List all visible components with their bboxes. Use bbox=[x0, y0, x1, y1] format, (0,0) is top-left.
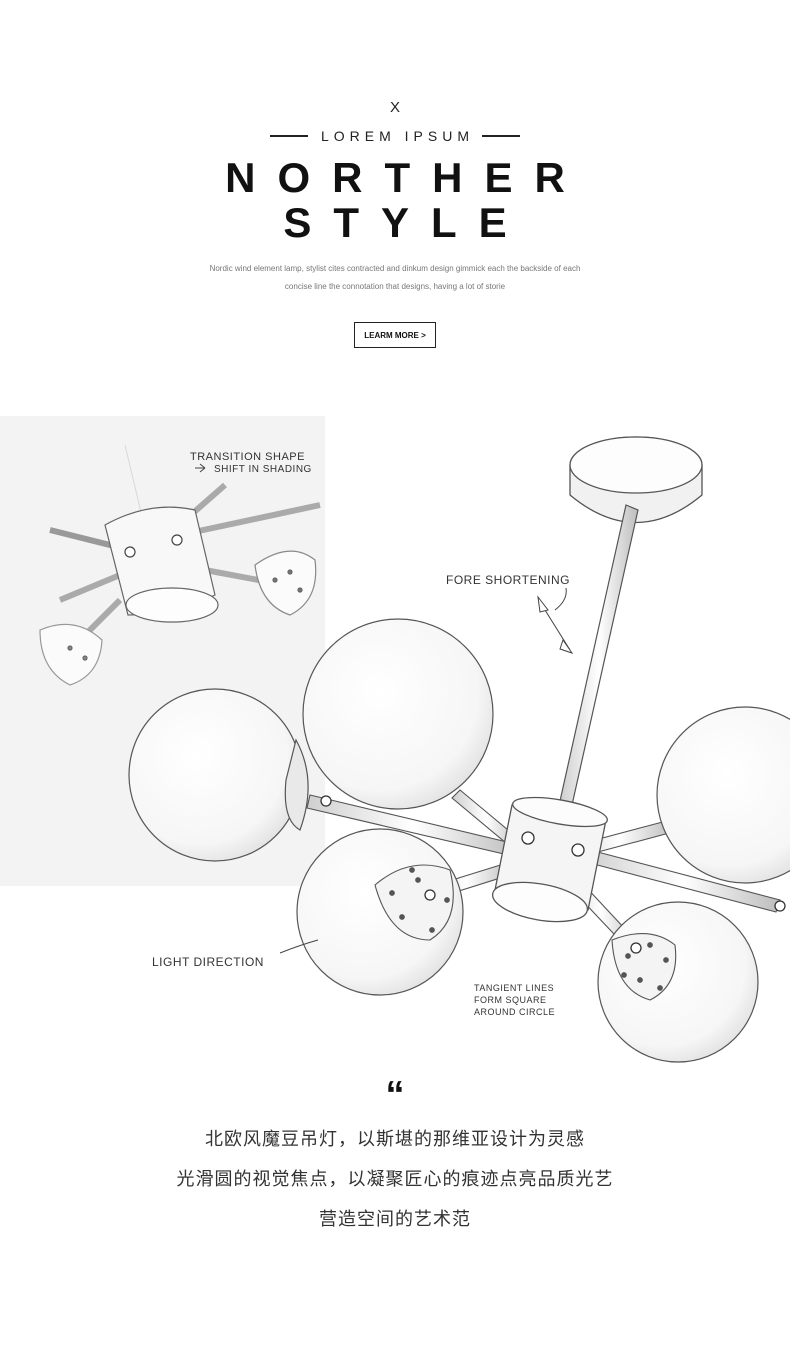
quote-line2: 光滑圆的视觉焦点，以凝聚匠心的痕迹点亮品质光艺 bbox=[176, 1169, 614, 1190]
description-line1: Nordic wind element lamp, stylist cites … bbox=[209, 264, 581, 273]
globe-left bbox=[128, 688, 302, 862]
annotation-tangent-2: FORM SQUARE bbox=[474, 995, 547, 1005]
kicker-rule-left bbox=[269, 135, 308, 137]
quote-line3: 营造空间的艺术范 bbox=[319, 1209, 471, 1230]
annotation-tangent-1: TANGIENT LINES bbox=[474, 983, 554, 993]
globe-right bbox=[656, 706, 790, 884]
learn-more-button[interactable]: LEARM MORE > bbox=[354, 322, 436, 348]
ceiling-canopy bbox=[569, 436, 703, 523]
quote-mark: “ bbox=[385, 1074, 405, 1116]
page-title-line1: NORTHER bbox=[225, 154, 587, 201]
main-stem bbox=[559, 504, 639, 806]
globe-bottom-right bbox=[597, 901, 759, 1063]
annotation-light-direction: LIGHT DIRECTION bbox=[152, 955, 264, 969]
globe-caps bbox=[374, 864, 677, 1001]
annotation-arrows bbox=[195, 463, 574, 954]
annotation-foreshortening: FORE SHORTENING bbox=[446, 573, 570, 587]
detail-hub-sketch bbox=[39, 482, 321, 686]
page-title-line2: STYLE bbox=[283, 199, 529, 246]
annotation-transition-2: SHIFT IN SHADING bbox=[214, 464, 312, 475]
annotation-tangent-3: AROUND CIRCLE bbox=[474, 1007, 555, 1017]
description-line2: concise line the connotation that design… bbox=[284, 282, 506, 291]
kicker-text: LOREM IPSUM bbox=[320, 128, 474, 144]
globe-top-left bbox=[302, 618, 494, 810]
quote-line1: 北欧风魔豆吊灯，以斯堪的那维亚设计为灵感 bbox=[205, 1129, 585, 1150]
chandelier-sketch-illustration: TRANSITION SHAPE SHIFT IN SHADING FORE S… bbox=[0, 400, 790, 1063]
annotation-transition-1: TRANSITION SHAPE bbox=[190, 451, 305, 463]
kicker-rule-right bbox=[482, 135, 520, 137]
kicker: LOREM IPSUM bbox=[0, 126, 790, 146]
central-hub bbox=[320, 795, 786, 954]
close-icon[interactable]: X bbox=[389, 99, 400, 116]
annotation-labels: TRANSITION SHAPE SHIFT IN SHADING FORE S… bbox=[152, 451, 570, 1017]
